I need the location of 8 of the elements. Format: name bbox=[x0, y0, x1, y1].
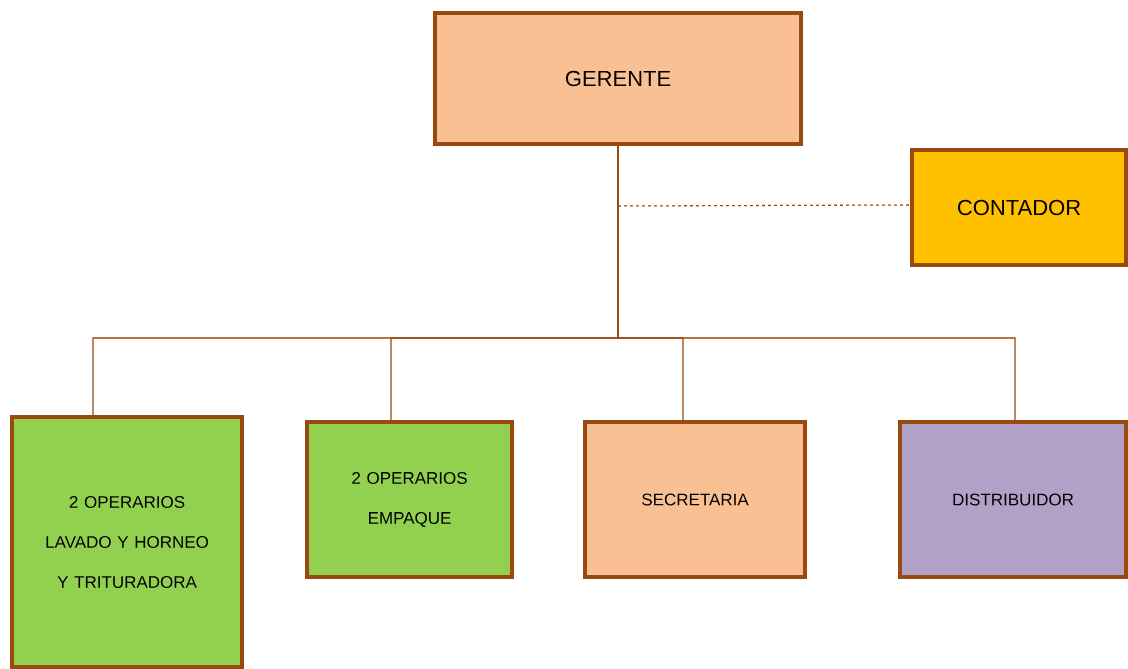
org-box: GERENTE bbox=[433, 11, 803, 146]
connector-line bbox=[617, 145, 1016, 421]
org-box: CONTADOR bbox=[910, 148, 1128, 267]
org-box: SECRETARIA bbox=[583, 420, 807, 579]
org-box: 2 OPERARIOS LAVADO Y HORNEO Y TRITURADORA bbox=[10, 415, 244, 669]
org-box: DISTRIBUIDOR bbox=[898, 420, 1128, 579]
org-box: 2 OPERARIOS EMPAQUE bbox=[305, 420, 514, 579]
connector-line bbox=[617, 204, 911, 207]
